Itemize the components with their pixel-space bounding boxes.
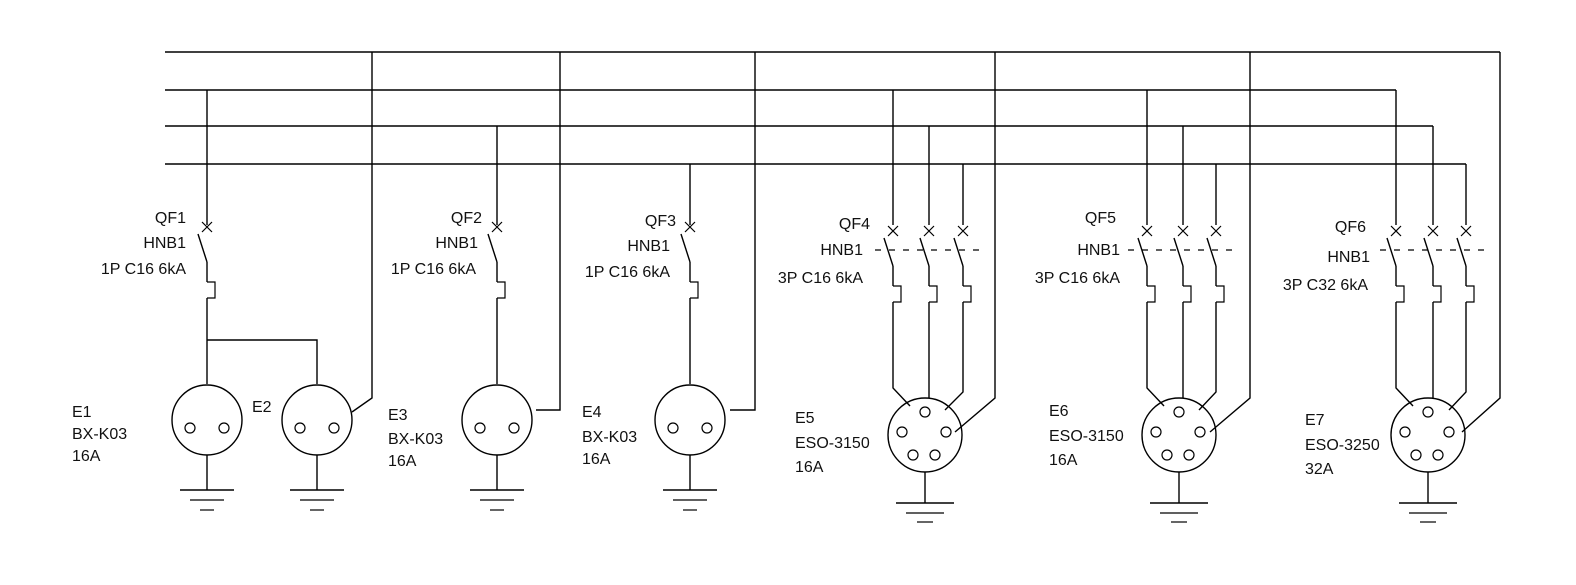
e6-type: ESO-3150 (1049, 428, 1124, 445)
socket-e7-symbol (1390, 397, 1466, 523)
e5-id: E5 (795, 410, 815, 427)
qf1-rating: 1P C16 6kA (101, 261, 186, 278)
socket-e6-symbol (1141, 397, 1217, 523)
e4-id: E4 (582, 404, 602, 421)
neutral-wire-e3 (536, 52, 561, 411)
e3-type: BX-K03 (388, 431, 443, 448)
socket-e5-symbol (887, 397, 963, 523)
qf1-model: HNB1 (143, 235, 186, 252)
qf4-id: QF4 (839, 216, 870, 233)
e7-id: E7 (1305, 412, 1325, 429)
qf5-id: QF5 (1085, 210, 1116, 227)
e1-type: BX-K03 (72, 426, 127, 443)
qf4-rating: 3P C16 6kA (778, 270, 863, 287)
qf6-rating: 3P C32 6kA (1283, 277, 1368, 294)
breaker-qf6-symbol (1380, 90, 1484, 411)
socket-e1-symbol (171, 384, 243, 511)
e2-id: E2 (252, 399, 272, 416)
neutral-wire-e4 (730, 52, 756, 411)
e7-type: ESO-3250 (1305, 437, 1380, 454)
e1-e2-link-wire (207, 339, 318, 384)
qf2-rating: 1P C16 6kA (391, 261, 476, 278)
socket-e4-symbol (654, 384, 726, 511)
qf2-id: QF2 (451, 210, 482, 227)
qf6-model: HNB1 (1327, 249, 1370, 266)
e7-current: 32A (1305, 461, 1334, 478)
breaker-labels: QF1 HNB1 1P C16 6kA QF2 HNB1 1P C16 6kA … (101, 210, 1370, 294)
socket-labels: E1 BX-K03 16A E2 E3 BX-K03 16A E4 BX-K03… (72, 399, 1380, 478)
qf5-model: HNB1 (1077, 242, 1120, 259)
e6-id: E6 (1049, 403, 1069, 420)
qf2-model: HNB1 (435, 235, 478, 252)
neutral-wire-e7 (1461, 52, 1501, 433)
qf3-model: HNB1 (627, 238, 670, 255)
e5-current: 16A (795, 459, 824, 476)
breaker-qf4-symbol (875, 90, 980, 411)
e4-current: 16A (582, 451, 611, 468)
socket-e2-symbol (281, 384, 353, 511)
neutral-wire-e5 (954, 52, 996, 433)
qf5-rating: 3P C16 6kA (1035, 270, 1120, 287)
socket-e3-symbol (461, 384, 533, 511)
qf3-rating: 1P C16 6kA (585, 264, 670, 281)
breaker-qf1-symbol (197, 90, 216, 340)
bus-bars (165, 51, 1500, 165)
qf3-id: QF3 (645, 213, 676, 230)
e3-current: 16A (388, 453, 417, 470)
e3-id: E3 (388, 407, 408, 424)
e5-type: ESO-3150 (795, 435, 870, 452)
qf4-model: HNB1 (820, 242, 863, 259)
qf1-id: QF1 (155, 210, 186, 227)
e4-type: BX-K03 (582, 429, 637, 446)
breaker-qf2-symbol (487, 126, 506, 384)
neutral-wire-e2 (351, 52, 373, 413)
e1-current: 16A (72, 448, 101, 465)
neutral-wires (351, 52, 1501, 433)
qf6-id: QF6 (1335, 219, 1366, 236)
breaker-qf5-symbol (1128, 90, 1234, 411)
e6-current: 16A (1049, 452, 1078, 469)
e1-id: E1 (72, 404, 92, 421)
breaker-qf3-symbol (680, 164, 699, 384)
neutral-wire-e6 (1209, 52, 1251, 433)
